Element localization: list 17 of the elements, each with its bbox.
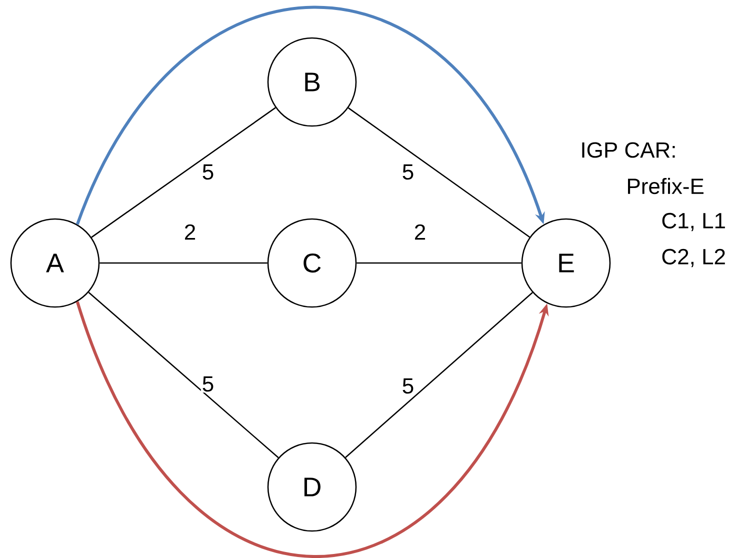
link-line: [345, 292, 533, 458]
link-line: [100, 262, 268, 264]
link-line: [348, 107, 530, 238]
link-line: [356, 262, 522, 264]
table-text: Prefix-E: [628, 178, 704, 194]
edge-label: 5: [200, 163, 216, 181]
table-text: C1, L1: [662, 212, 725, 232]
curved-arrow: [76, 6, 545, 225]
link-line: [91, 107, 276, 238]
link-line: [88, 292, 279, 458]
table-text: IGP CAR:: [582, 142, 675, 158]
edge-label: 5: [400, 377, 416, 395]
edge-label: 5: [200, 375, 216, 393]
edge-label: 2: [412, 223, 428, 241]
edge-label: 5: [400, 163, 416, 181]
edge-label: 2: [182, 223, 198, 241]
table-text: C2, L2: [662, 248, 725, 268]
